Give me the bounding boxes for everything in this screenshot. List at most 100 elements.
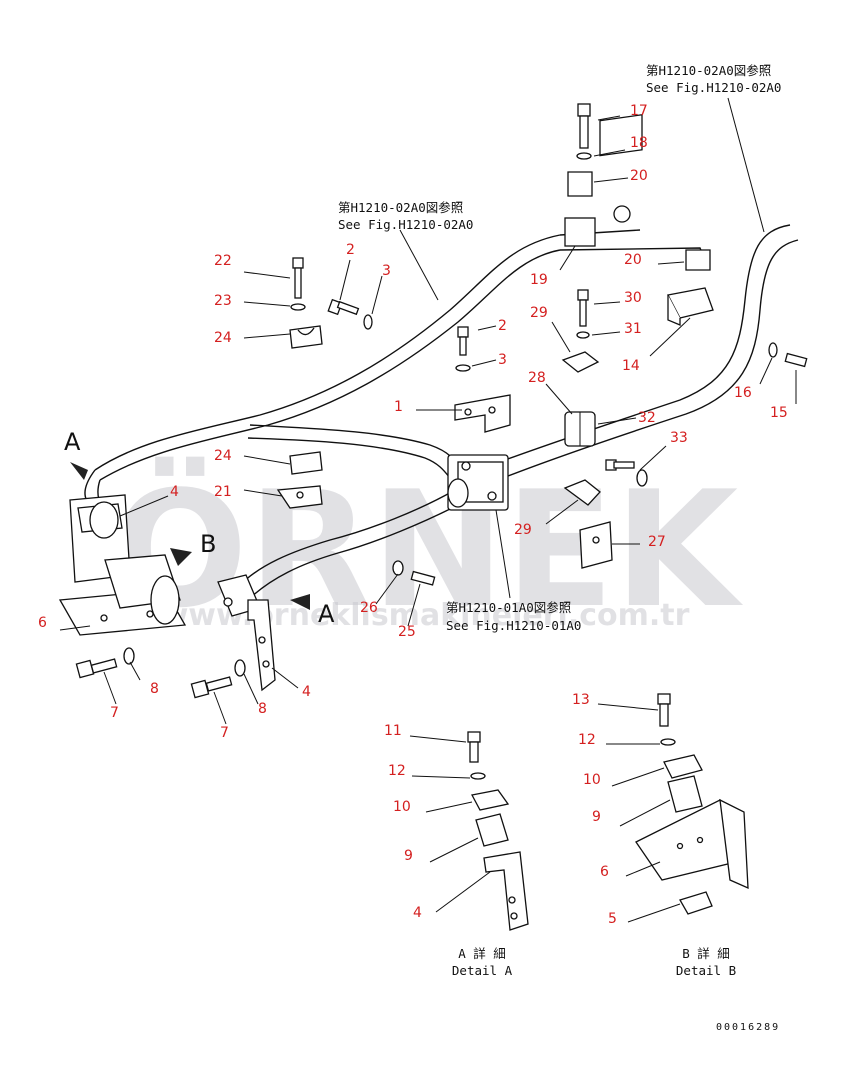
callout: 8 xyxy=(150,681,159,697)
callout: 23 xyxy=(214,293,232,309)
center-connector xyxy=(447,454,509,511)
callout: 26 xyxy=(360,600,378,616)
bolt-2-top xyxy=(327,298,360,316)
bolt-7-left xyxy=(75,658,118,679)
callout: 31 xyxy=(624,321,642,337)
callout: 18 xyxy=(630,135,648,151)
bolt-17 xyxy=(577,103,591,149)
callout: 6 xyxy=(38,615,47,631)
view-label-b: B xyxy=(200,530,216,558)
callout: 1 xyxy=(394,399,403,415)
callout: 8 xyxy=(258,701,267,717)
bolt-22 xyxy=(292,257,304,299)
callout: 15 xyxy=(770,405,788,421)
callout: 24 xyxy=(214,330,232,346)
callout: 4 xyxy=(170,484,179,500)
left-assembly xyxy=(58,494,187,636)
clamp-24-bottom xyxy=(289,451,323,475)
bracket-27 xyxy=(579,521,613,569)
callout: 10 xyxy=(583,772,601,788)
ref-top-right-jp: 第H1210-02A0図参照 xyxy=(646,63,771,78)
leader-lines xyxy=(59,97,797,923)
bolt-30 xyxy=(577,289,589,327)
upper-hose xyxy=(94,234,561,481)
callout: 20 xyxy=(624,252,642,268)
ref-top-mid-en: See Fig.H1210-02A0 xyxy=(338,217,473,232)
ref-bottom-mid-jp: 第H1210-01A0図参照 xyxy=(446,600,571,615)
detail-a-parts xyxy=(467,731,529,931)
ref-top-right-en: See Fig.H1210-02A0 xyxy=(646,80,781,95)
drawing-code: 00016289 xyxy=(716,1022,780,1033)
detail-titles: A 詳 細 Detail A B 詳 細 Detail B xyxy=(452,946,736,978)
bolt-7-right xyxy=(190,676,233,699)
callout: 25 xyxy=(398,624,416,640)
callout: 3 xyxy=(498,352,507,368)
callout: 9 xyxy=(404,848,413,864)
bracket-b-assembly xyxy=(217,574,276,692)
washer-31 xyxy=(576,331,590,339)
callout: 12 xyxy=(388,763,406,779)
callout: 12 xyxy=(578,732,596,748)
bolt-2-mid xyxy=(457,326,469,356)
callout: 33 xyxy=(670,430,688,446)
callout: 11 xyxy=(384,723,402,739)
bracket-14 xyxy=(667,287,714,326)
view-label-a-top: A xyxy=(64,428,81,456)
clip-29-top xyxy=(561,351,600,373)
callout: 2 xyxy=(498,318,507,334)
callout: 5 xyxy=(608,911,617,927)
view-label-a-bottom: A xyxy=(318,600,335,628)
detail-a-jp: A 詳 細 xyxy=(458,946,506,961)
callout: 24 xyxy=(214,448,232,464)
callout: 28 xyxy=(528,370,546,386)
washer-23 xyxy=(290,303,306,311)
callout: 10 xyxy=(393,799,411,815)
bolt-25 xyxy=(410,570,436,586)
callout: 32 xyxy=(638,410,656,426)
washer-8-right xyxy=(234,659,246,677)
view-letters: A B A xyxy=(64,428,335,628)
callout: 4 xyxy=(413,905,422,921)
callout: 20 xyxy=(630,168,648,184)
callout: 27 xyxy=(648,534,666,550)
clamp-24-top xyxy=(289,325,323,349)
lower-hose xyxy=(239,489,463,599)
washer-8-left xyxy=(123,647,135,665)
hose-clamp-28 xyxy=(564,411,596,447)
bracket-1 xyxy=(454,394,511,433)
callout: 7 xyxy=(110,705,119,721)
callout: 6 xyxy=(600,864,609,880)
bolt-32 xyxy=(605,459,635,471)
callout: 30 xyxy=(624,290,642,306)
ref-bottom-mid-en: See Fig.H1210-01A0 xyxy=(446,618,581,633)
callout: 17 xyxy=(630,103,648,119)
callout: 16 xyxy=(734,385,752,401)
ref-top-mid-jp: 第H1210-02A0図参照 xyxy=(338,200,463,215)
washer-3-top xyxy=(363,314,373,330)
callout: 21 xyxy=(214,484,232,500)
upper-right-pipe xyxy=(559,114,706,261)
callout: 22 xyxy=(214,253,232,269)
clip-20-right xyxy=(685,249,711,271)
detail-b-parts xyxy=(635,693,749,915)
callout: 4 xyxy=(302,684,311,700)
detail-b-jp: B 詳 細 xyxy=(682,946,730,961)
callout: 19 xyxy=(530,272,548,288)
callout: 29 xyxy=(530,305,548,321)
watermark-brand: ÖRNEK xyxy=(112,455,743,643)
callout: 13 xyxy=(572,692,590,708)
washer-26 xyxy=(392,560,404,576)
detail-a-en: Detail A xyxy=(452,963,513,978)
callout: 29 xyxy=(514,522,532,538)
clip-29-bottom xyxy=(563,479,601,506)
watermark: ÖRNEK www.orneklismakineleri.com.tr xyxy=(112,455,743,643)
callout: 3 xyxy=(382,263,391,279)
washer-18 xyxy=(576,152,592,160)
bracket-21 xyxy=(276,485,323,509)
callout: 2 xyxy=(346,242,355,258)
reference-notes: 第H1210-02A0図参照 See Fig.H1210-02A0 第H1210… xyxy=(338,63,781,633)
washer-33 xyxy=(636,469,648,487)
washer-3-mid xyxy=(455,364,471,372)
